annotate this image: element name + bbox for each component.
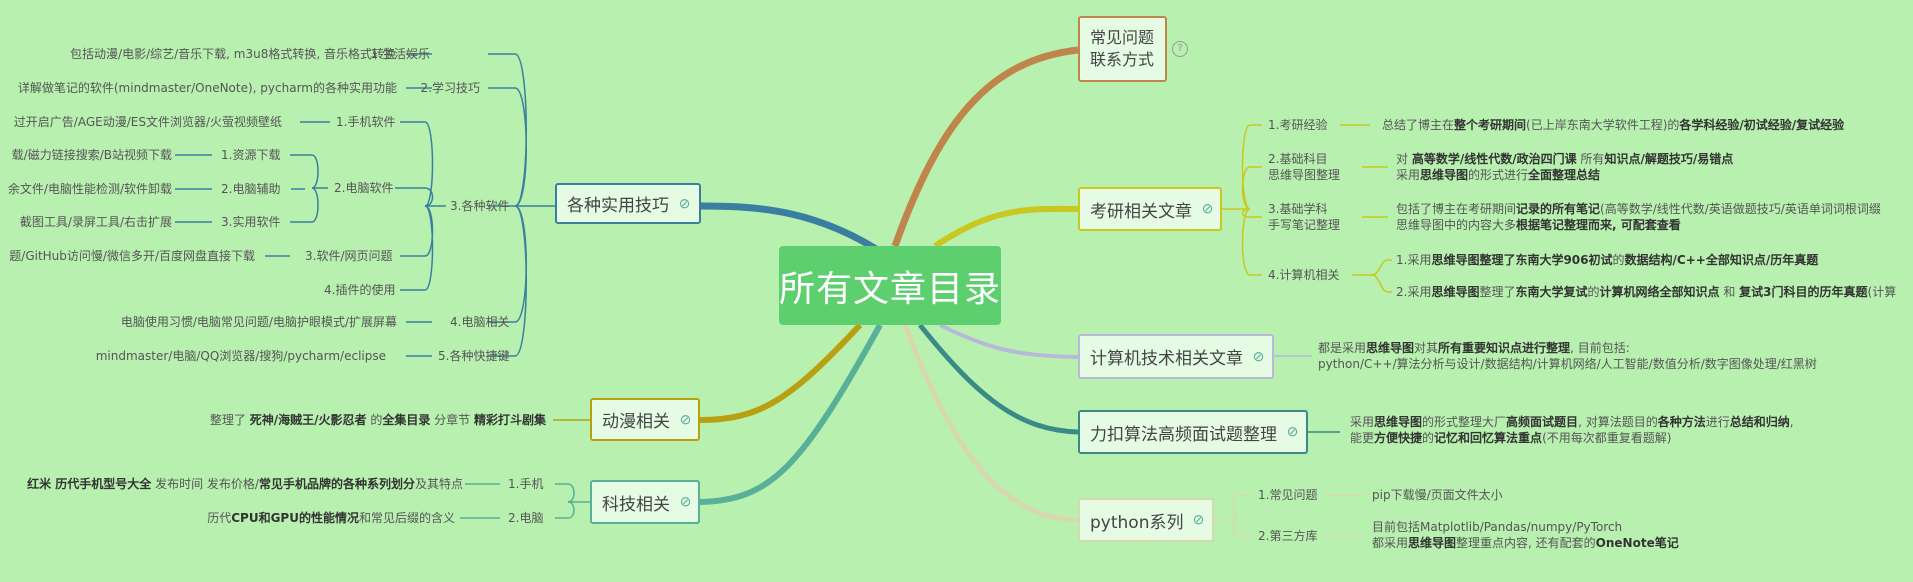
anime-desc: 整理了 死神/海贼王/火影忍者 的全集目录 分章节 精彩打斗剧集 bbox=[209, 413, 546, 427]
tech-pc-desc: 历代CPU和GPU的性能情况和常见后缀的含义 bbox=[207, 511, 455, 525]
software-phone-num: 1.手机软件 bbox=[336, 115, 396, 129]
software-phone-desc: 过开启广告/AGE动漫/ES文件浏览器/火萤视频壁纸 bbox=[13, 115, 282, 129]
branch-tech bbox=[699, 323, 883, 505]
tips-computer-desc: 电脑使用习惯/电脑常见问题/电脑护眼模式/扩展屏幕 bbox=[120, 315, 397, 329]
link-icon[interactable]: ⊖ bbox=[1249, 346, 1269, 367]
cstech-desc: 都是采用思维导图对其所有重要知识点进行整理, 目前包括: python/C++/… bbox=[1318, 341, 1817, 371]
tech-phone-desc: 红米 历代手机型号大全 发布时间 发布价格/常见手机品牌的各种系列划分及其特点 bbox=[27, 477, 463, 491]
pc-util-num: 3.实用软件 bbox=[221, 215, 281, 229]
branch-anime bbox=[699, 322, 863, 423]
kaoyan-cs-line1: 1.采用思维导图整理了东南大学906初试的数据结构/C++全部知识点/历年真题 bbox=[1396, 253, 1819, 267]
leetcode-desc: 采用思维导图的形式整理大厂高频面试题目, 对算法题目的各种方法进行总结和归纳, … bbox=[1350, 415, 1794, 445]
tech-pc-num: 2.电脑 bbox=[508, 511, 544, 525]
tips-entertain-desc: 包括动漫/电影/综艺/音乐下载, m3u8格式转换, 音乐格式转换 bbox=[70, 47, 396, 61]
tech-phone-num: 1.手机 bbox=[508, 477, 544, 491]
topic-leetcode-label: 力扣算法高频面试题整理 bbox=[1090, 424, 1277, 445]
link-icon[interactable]: ⊖ bbox=[676, 409, 696, 430]
branch-leetcode bbox=[918, 323, 1079, 435]
tips-shortcut-num: 5.各种快捷键 bbox=[438, 349, 510, 363]
topic-anime[interactable]: 动漫相关 ⊖ bbox=[590, 398, 700, 441]
python-lib-desc: 目前包括Matplotlib/Pandas/numpy/PyTorch 都采用思… bbox=[1372, 520, 1679, 550]
link-icon[interactable]: ⊖ bbox=[1198, 199, 1218, 219]
tips-study-num: 2.学习技巧 bbox=[420, 81, 480, 95]
link-icon[interactable]: ⊖ bbox=[1283, 422, 1303, 442]
python-lib-num: 2.第三方库 bbox=[1258, 529, 1318, 543]
branch-cstech bbox=[939, 323, 1079, 359]
python-faq-num: 1.常见问题 bbox=[1258, 488, 1318, 502]
kaoyan-exp-num: 1.考研经验 bbox=[1268, 118, 1328, 132]
pc-res-desc: 载/磁力链接搜索/B站视频下载 bbox=[11, 148, 172, 162]
topic-leetcode[interactable]: 力扣算法高频面试题整理 ⊖ bbox=[1078, 410, 1308, 454]
software-plugin-num: 4.插件的使用 bbox=[324, 283, 396, 297]
topic-cstech[interactable]: 计算机技术相关文章 ⊖ bbox=[1078, 334, 1274, 379]
pc-assist-desc: 余文件/电脑性能检测/软件卸载 bbox=[7, 182, 172, 196]
kaoyan-basic-num: 2.基础科目思维导图整理 bbox=[1268, 152, 1341, 182]
help-icon[interactable]: ? bbox=[1172, 41, 1188, 57]
link-icon[interactable]: ⊖ bbox=[675, 193, 695, 214]
topic-python[interactable]: python系列⊖ bbox=[1078, 498, 1214, 542]
topic-cstech-label: 计算机技术相关文章 bbox=[1090, 349, 1243, 369]
pc-assist-num: 2.电脑辅助 bbox=[221, 182, 281, 196]
topic-faq[interactable]: 常见问题 联系方式 bbox=[1078, 16, 1167, 82]
branch-kaoyan bbox=[933, 205, 1079, 249]
tips-computer-num: 4.电脑相关 bbox=[450, 315, 510, 329]
kaoyan-notes-desc: 包括了博主在考研期间记录的所有笔记(高等数学/线性代数/英语做题技巧/英语单词词… bbox=[1396, 202, 1881, 232]
branch-python bbox=[902, 324, 1079, 523]
tips-study-desc: 详解做笔记的软件(mindmaster/OneNote), pycharm的各种… bbox=[17, 81, 397, 95]
topic-kaoyan[interactable]: 考研相关文章 ⊖ bbox=[1078, 187, 1222, 231]
tips-software-num: 3.各种软件 bbox=[450, 199, 510, 213]
link-icon[interactable]: ⊖ bbox=[676, 492, 696, 512]
topic-python-label: python系列 bbox=[1090, 512, 1184, 533]
software-web-num: 3.软件/网页问题 bbox=[305, 249, 393, 263]
topic-tech-label: 科技相关 bbox=[602, 494, 670, 515]
kaoyan-cs-line2: 2.采用思维导图整理了东南大学复试的计算机网络全部知识点 和 复试3门科目的历年… bbox=[1396, 285, 1897, 299]
branch-tips bbox=[699, 202, 892, 261]
tips-entertain-num: 1.生活娱乐 bbox=[370, 47, 430, 61]
kaoyan-cs-num: 4.计算机相关 bbox=[1268, 268, 1340, 282]
topic-tech[interactable]: 科技相关 ⊖ bbox=[590, 480, 700, 524]
kaoyan-notes-num: 3.基础学科手写笔记整理 bbox=[1268, 202, 1341, 232]
kaoyan-exp-desc: 总结了博主在整个考研期间(已上岸东南大学软件工程)的各学科经验/初试经验/复试经… bbox=[1382, 118, 1845, 132]
pc-res-num: 1.资源下载 bbox=[221, 148, 281, 162]
kaoyan-basic-desc: 对 高等数学/线性代数/政治四门课 所有知识点/解题技巧/易错点 采用思维导图的… bbox=[1396, 152, 1734, 182]
topic-tips-label: 各种实用技巧 bbox=[567, 196, 669, 216]
topic-tips[interactable]: 各种实用技巧 ⊖ bbox=[555, 183, 701, 224]
branch-faq bbox=[891, 46, 1079, 248]
central-topic[interactable]: 所有文章目录 bbox=[779, 246, 1001, 325]
central-topic-label: 所有文章目录 bbox=[779, 268, 1002, 310]
tips-shortcut-desc: mindmaster/电脑/QQ浏览器/搜狗/pycharm/eclipse bbox=[95, 349, 386, 363]
software-pc-num: 2.电脑软件 bbox=[334, 181, 394, 195]
topic-anime-label: 动漫相关 bbox=[602, 412, 670, 432]
python-faq-desc: pip下载慢/页面文件太小 bbox=[1372, 488, 1503, 502]
topic-kaoyan-label: 考研相关文章 bbox=[1090, 201, 1192, 222]
pc-util-desc: 截图工具/录屏工具/右击扩展 bbox=[19, 215, 172, 229]
software-web-desc: 题/GitHub访问慢/微信多开/百度网盘直接下载 bbox=[9, 249, 255, 263]
faq-line1: 常见问题 bbox=[1090, 28, 1155, 47]
faq-line2: 联系方式 bbox=[1090, 50, 1155, 69]
link-icon[interactable]: ⊖ bbox=[1189, 510, 1210, 530]
